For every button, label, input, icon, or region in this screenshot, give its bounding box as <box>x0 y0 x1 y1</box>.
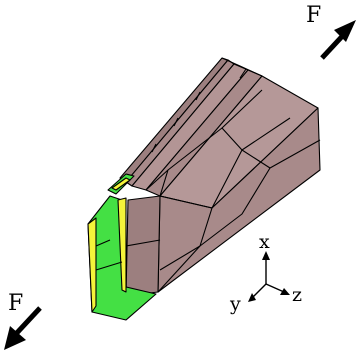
axis-label-x: x <box>259 231 270 253</box>
hex-edge-6 <box>241 149 271 169</box>
insert-yellow-inner <box>117 197 127 293</box>
force-arrow-top <box>320 20 356 60</box>
force-arrow-bottom-shaft <box>12 306 42 338</box>
force-label-bottom: F <box>8 291 23 316</box>
front-face-left <box>125 195 161 297</box>
notch-d <box>151 143 157 153</box>
force-arrow-top-head <box>334 20 356 42</box>
notch-b <box>195 91 201 101</box>
insert-divider-1 <box>95 261 123 271</box>
insert-yellow-left <box>87 217 97 313</box>
insert-divider-2 <box>95 239 111 247</box>
axis-label-z: z <box>292 284 302 306</box>
z-axis-line <box>265 283 285 293</box>
x-axis-arrowhead <box>262 251 270 260</box>
notch-a <box>239 68 247 79</box>
y-axis-line <box>251 283 267 299</box>
axes-triad <box>248 251 290 302</box>
force-arrow-bottom <box>4 306 42 350</box>
hex-edge-5 <box>199 139 321 247</box>
insert <box>87 173 157 321</box>
y-axis-arrowhead <box>248 293 256 302</box>
axis-label-y: y <box>229 293 241 315</box>
hex-edge-1 <box>159 195 213 209</box>
hex-edge-9 <box>157 245 201 293</box>
block-body <box>119 57 321 297</box>
hex-edge-10 <box>125 239 161 247</box>
top-notch <box>221 57 263 77</box>
force-label-top: F <box>306 3 321 28</box>
insert-top-slot-rim <box>111 177 131 191</box>
z-axis-arrowhead <box>280 288 290 295</box>
force-arrow-bottom-head <box>4 326 26 350</box>
hex-edge-8 <box>145 169 169 191</box>
notch-c <box>173 117 179 127</box>
cell-edges <box>125 89 321 293</box>
